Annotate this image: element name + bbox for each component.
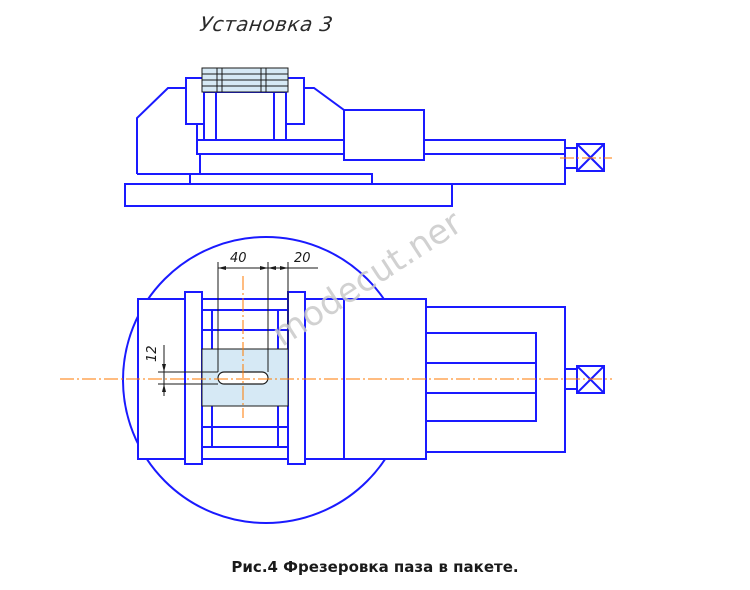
dim-40-label: 40: [230, 251, 247, 266]
base-slide: [189, 173, 373, 185]
fixed-jaw: [185, 77, 205, 125]
figure-caption: Рис.4 Фрезеровка паза в пакете.: [231, 558, 519, 576]
side-view: [124, 67, 612, 207]
plan-view: [60, 236, 612, 524]
screw-housing: [424, 139, 566, 185]
movable-jaw-slope: [304, 87, 345, 140]
base-plate: [124, 183, 453, 207]
dim-12-label: 12: [145, 345, 160, 362]
screw-guide-plan: [425, 332, 537, 422]
fixed-jaw-plan: [184, 291, 203, 465]
fixed-jaw-body: [136, 87, 200, 174]
dim-20-label: 20: [294, 251, 311, 266]
dimensions: 40 20 12: [145, 251, 318, 396]
slider-block: [343, 109, 425, 161]
guide-rail: [196, 139, 345, 155]
movable-jaw: [285, 77, 305, 125]
